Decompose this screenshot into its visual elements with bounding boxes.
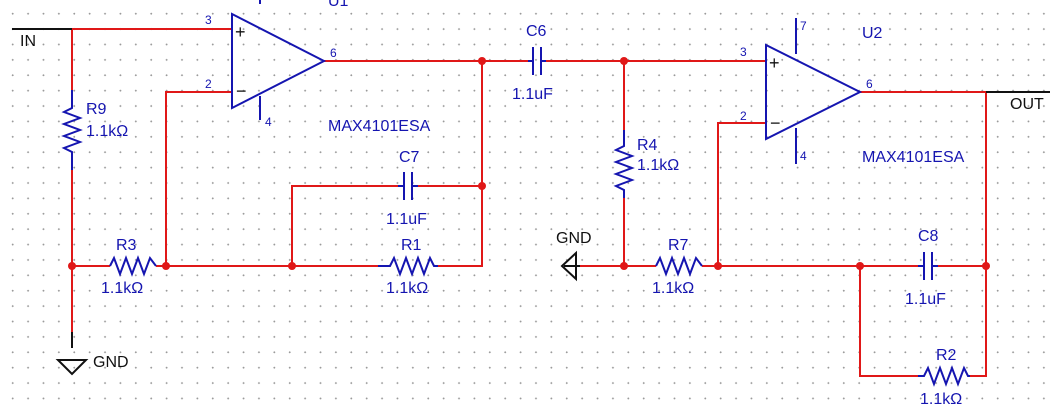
resistor-r2-zigzag [918,365,970,387]
opamp-u2-body [765,43,863,141]
resistor-r7[interactable]: R7 1.1kΩ [652,237,703,297]
net-label-out: OUT [1010,96,1044,113]
resistor-r1-value: 1.1kΩ [386,280,428,297]
resistor-r7-ref: R7 [668,237,689,254]
resistor-r7-value: 1.1kΩ [652,280,694,297]
net-label-in: IN [20,33,36,50]
opamp-u2-pin4: 4 [800,149,807,163]
resistor-r1-ref: R1 [401,237,422,254]
opamp-u2-minus-sign: − [770,113,781,133]
opamp-u1-plus-sign: + [235,22,246,42]
opamp-u2[interactable]: + − 3 2 6 4 7 U2 MAX4101ESA [740,18,965,166]
junction-dot [620,57,628,65]
resistor-r9[interactable]: R9 1.1kΩ [61,90,128,170]
junction-dot [478,57,486,65]
capacitor-c7-value: 1.1uF [386,211,427,228]
capacitor-c8[interactable]: C8 1.1uF [905,228,946,308]
opamp-u1[interactable]: + − 3 2 6 4 U1 MAX4101ESA [205,0,431,135]
resistor-r3-value: 1.1kΩ [101,280,143,297]
resistor-r1[interactable]: R1 1.1kΩ [378,237,438,297]
opamp-u1-pin6: 6 [330,46,337,60]
opamp-u2-part: MAX4101ESA [862,149,965,166]
opamp-u2-plus-sign: + [769,53,780,73]
resistor-r4-zigzag [613,130,635,198]
resistor-r9-ref: R9 [86,101,107,118]
resistor-r1-zigzag [378,255,438,277]
capacitor-c7-plates [398,172,418,200]
opamp-u1-minus-sign: − [236,81,247,101]
opamp-u2-ref: U2 [862,25,883,42]
junction-dot [856,262,864,270]
junction-dot [288,262,296,270]
wire-c7-left [291,185,398,266]
resistor-r9-value: 1.1kΩ [86,123,128,140]
resistor-r9-zigzag [61,90,83,170]
capacitor-c7-ref: C7 [399,149,420,166]
ground-left-label: GND [93,354,129,371]
resistor-r2-ref: R2 [936,347,957,364]
wire-r1-right [438,186,483,267]
junctions [68,57,990,270]
resistor-r4-ref: R4 [637,137,658,154]
ground-mid-triangle [560,250,577,282]
capacitor-c8-plates [918,252,938,280]
capacitor-c6-ref: C6 [526,23,547,40]
resistor-r3-zigzag [109,255,157,277]
junction-dot [478,182,486,190]
junction-dot [982,262,990,270]
net-wires [12,28,1050,93]
opamp-u1-body [231,12,327,110]
resistor-r2[interactable]: R2 1.1kΩ [918,347,970,408]
wire-r2-right [970,92,987,377]
opamp-u1-pin2: 2 [205,77,212,91]
opamp-u1-pin3: 3 [205,13,212,27]
ground-mid-label: GND [556,230,592,247]
resistor-r3[interactable]: R3 1.1kΩ [101,237,157,297]
wires [71,28,987,377]
wire-u2-inv [717,122,766,266]
resistor-r4-value: 1.1kΩ [637,157,679,174]
ground-symbol-mid[interactable]: GND [556,230,592,282]
opamp-u2-pin3: 3 [740,45,747,59]
junction-dot [68,262,76,270]
capacitor-c8-value: 1.1uF [905,291,946,308]
opamp-u1-ref: U1 [328,0,349,10]
ground-symbol-left[interactable]: GND [55,332,129,376]
resistor-r7-zigzag [655,255,703,277]
junction-dot [620,262,628,270]
capacitor-c6-plates [528,47,546,75]
junction-dot [162,262,170,270]
opamp-u2-pin7: 7 [800,19,807,33]
opamp-u1-part: MAX4101ESA [328,118,431,135]
capacitor-c7[interactable]: C7 1.1uF [386,149,427,228]
ground-left-triangle [55,359,89,376]
resistor-r3-ref: R3 [116,237,137,254]
capacitor-c6[interactable]: C6 1.1uF [512,23,553,103]
resistor-r4[interactable]: R4 1.1kΩ [613,130,679,198]
capacitor-c8-ref: C8 [918,228,939,245]
wire-u1-inv [165,91,232,266]
opamp-u2-pin6: 6 [866,77,873,91]
junction-dot [714,262,722,270]
resistor-r2-value: 1.1kΩ [920,391,962,408]
wire-r2-left [859,266,918,377]
capacitor-c6-value: 1.1uF [512,86,553,103]
opamp-u1-pin4: 4 [265,115,272,129]
opamp-u2-pin2: 2 [740,109,747,123]
